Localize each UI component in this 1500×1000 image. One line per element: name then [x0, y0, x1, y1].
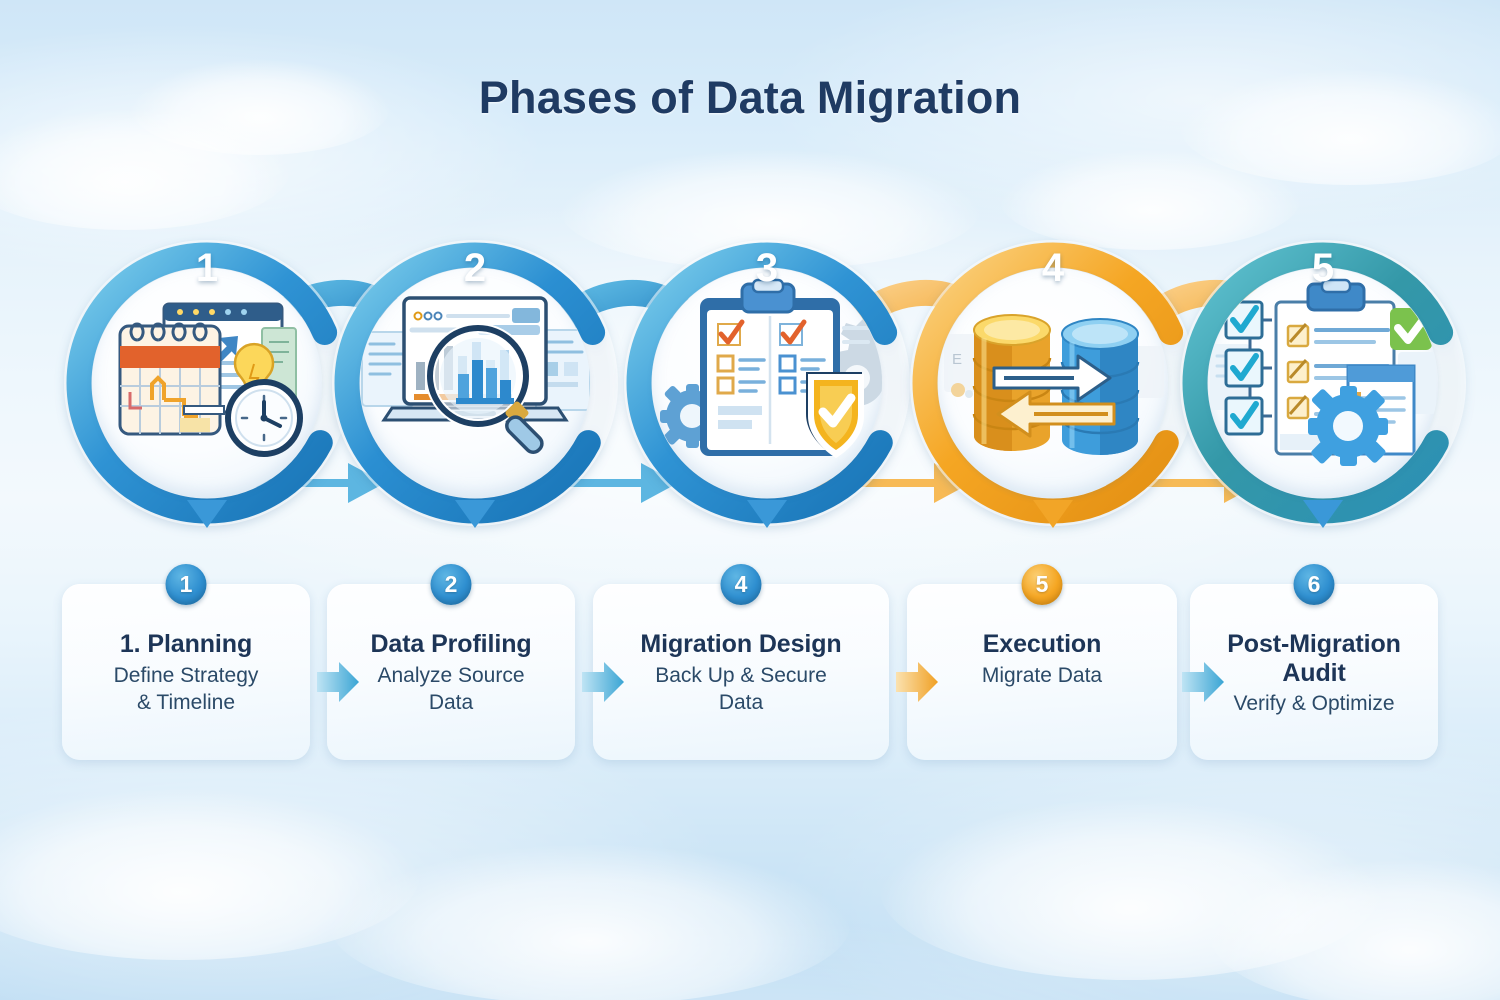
card-connector-arrow-1: [317, 662, 359, 702]
phase-card-badge: 6: [1293, 564, 1335, 605]
phase-card-4[interactable]: 5 Execution Migrate Data: [907, 564, 1177, 760]
card-connector-arrow-4: [1182, 662, 1224, 702]
circle-to-card-pointer: [747, 500, 787, 528]
phase-circle-4[interactable]: E: [908, 238, 1198, 528]
phase-circle-5[interactable]: 5: [1178, 238, 1468, 528]
phase-circle-row: 1: [0, 238, 1500, 568]
circle-to-card-pointer: [1303, 500, 1343, 528]
phase-icon-disc-1: [92, 268, 322, 498]
phase-card-title: Execution: [982, 630, 1102, 658]
phase-card-1[interactable]: 1 1. Planning Define Strategy& Timeline: [62, 564, 310, 760]
phase-card-subtitle: Verify & Optimize: [1233, 692, 1395, 715]
phase-card-row: 1 1. Planning Define Strategy& Timeline …: [62, 564, 1438, 760]
phase-card-badge: 5: [1021, 564, 1063, 605]
phase-circle-1[interactable]: 1: [62, 238, 352, 528]
phase-circle-number: 3: [755, 246, 779, 290]
checklist-gear-approved-icon: [1208, 268, 1438, 498]
laptop-chart-magnifier-icon: [360, 268, 590, 498]
cloud-decoration: [1000, 150, 1300, 250]
phase-card-subtitle: Define Strategy& Timeline: [113, 663, 259, 714]
phase-circle-number: 5: [1311, 246, 1335, 290]
calendar-lightbulb-clock-icon: [92, 268, 322, 498]
phase-card-title: Migration Design: [640, 630, 842, 658]
card-connector-arrow-3: [896, 662, 938, 702]
phase-card-badge: 1: [165, 564, 207, 605]
phase-circle-number: 2: [463, 246, 487, 290]
phase-icon-disc-5: [1208, 268, 1438, 498]
circle-to-card-pointer: [1033, 500, 1073, 528]
phase-card-title: Data Profiling: [370, 630, 532, 658]
cloud-decoration: [330, 845, 850, 1000]
cloud-decoration: [880, 800, 1380, 980]
phase-circle-2[interactable]: 2: [330, 238, 620, 528]
phase-icon-disc-3: [652, 268, 882, 498]
phase-icon-disc-4: E: [938, 268, 1168, 498]
phase-card-subtitle: Migrate Data: [981, 663, 1103, 687]
phase-card-badge: 4: [720, 564, 762, 605]
card-connector-arrow-2: [582, 662, 624, 702]
phase-card-badge: 2: [430, 564, 472, 605]
phase-circle-3[interactable]: 3: [622, 238, 912, 528]
page-title: Phases of Data Migration: [478, 72, 1022, 123]
cloud-decoration: [0, 790, 420, 960]
phase-circle-number: 4: [1041, 246, 1065, 290]
cloud-decoration: [1210, 860, 1500, 1000]
cloud-decoration: [0, 110, 290, 230]
phase-card-title: 1. Planning: [119, 630, 253, 658]
svg-text:E: E: [952, 351, 962, 368]
circle-to-card-pointer: [187, 500, 227, 528]
phase-circle-number: 1: [195, 246, 219, 290]
clipboard-checklist-shield-icon: [652, 268, 882, 498]
database-transfer-icon: E: [938, 268, 1168, 498]
phase-icon-disc-2: [360, 268, 590, 498]
circle-to-card-pointer: [455, 500, 495, 528]
